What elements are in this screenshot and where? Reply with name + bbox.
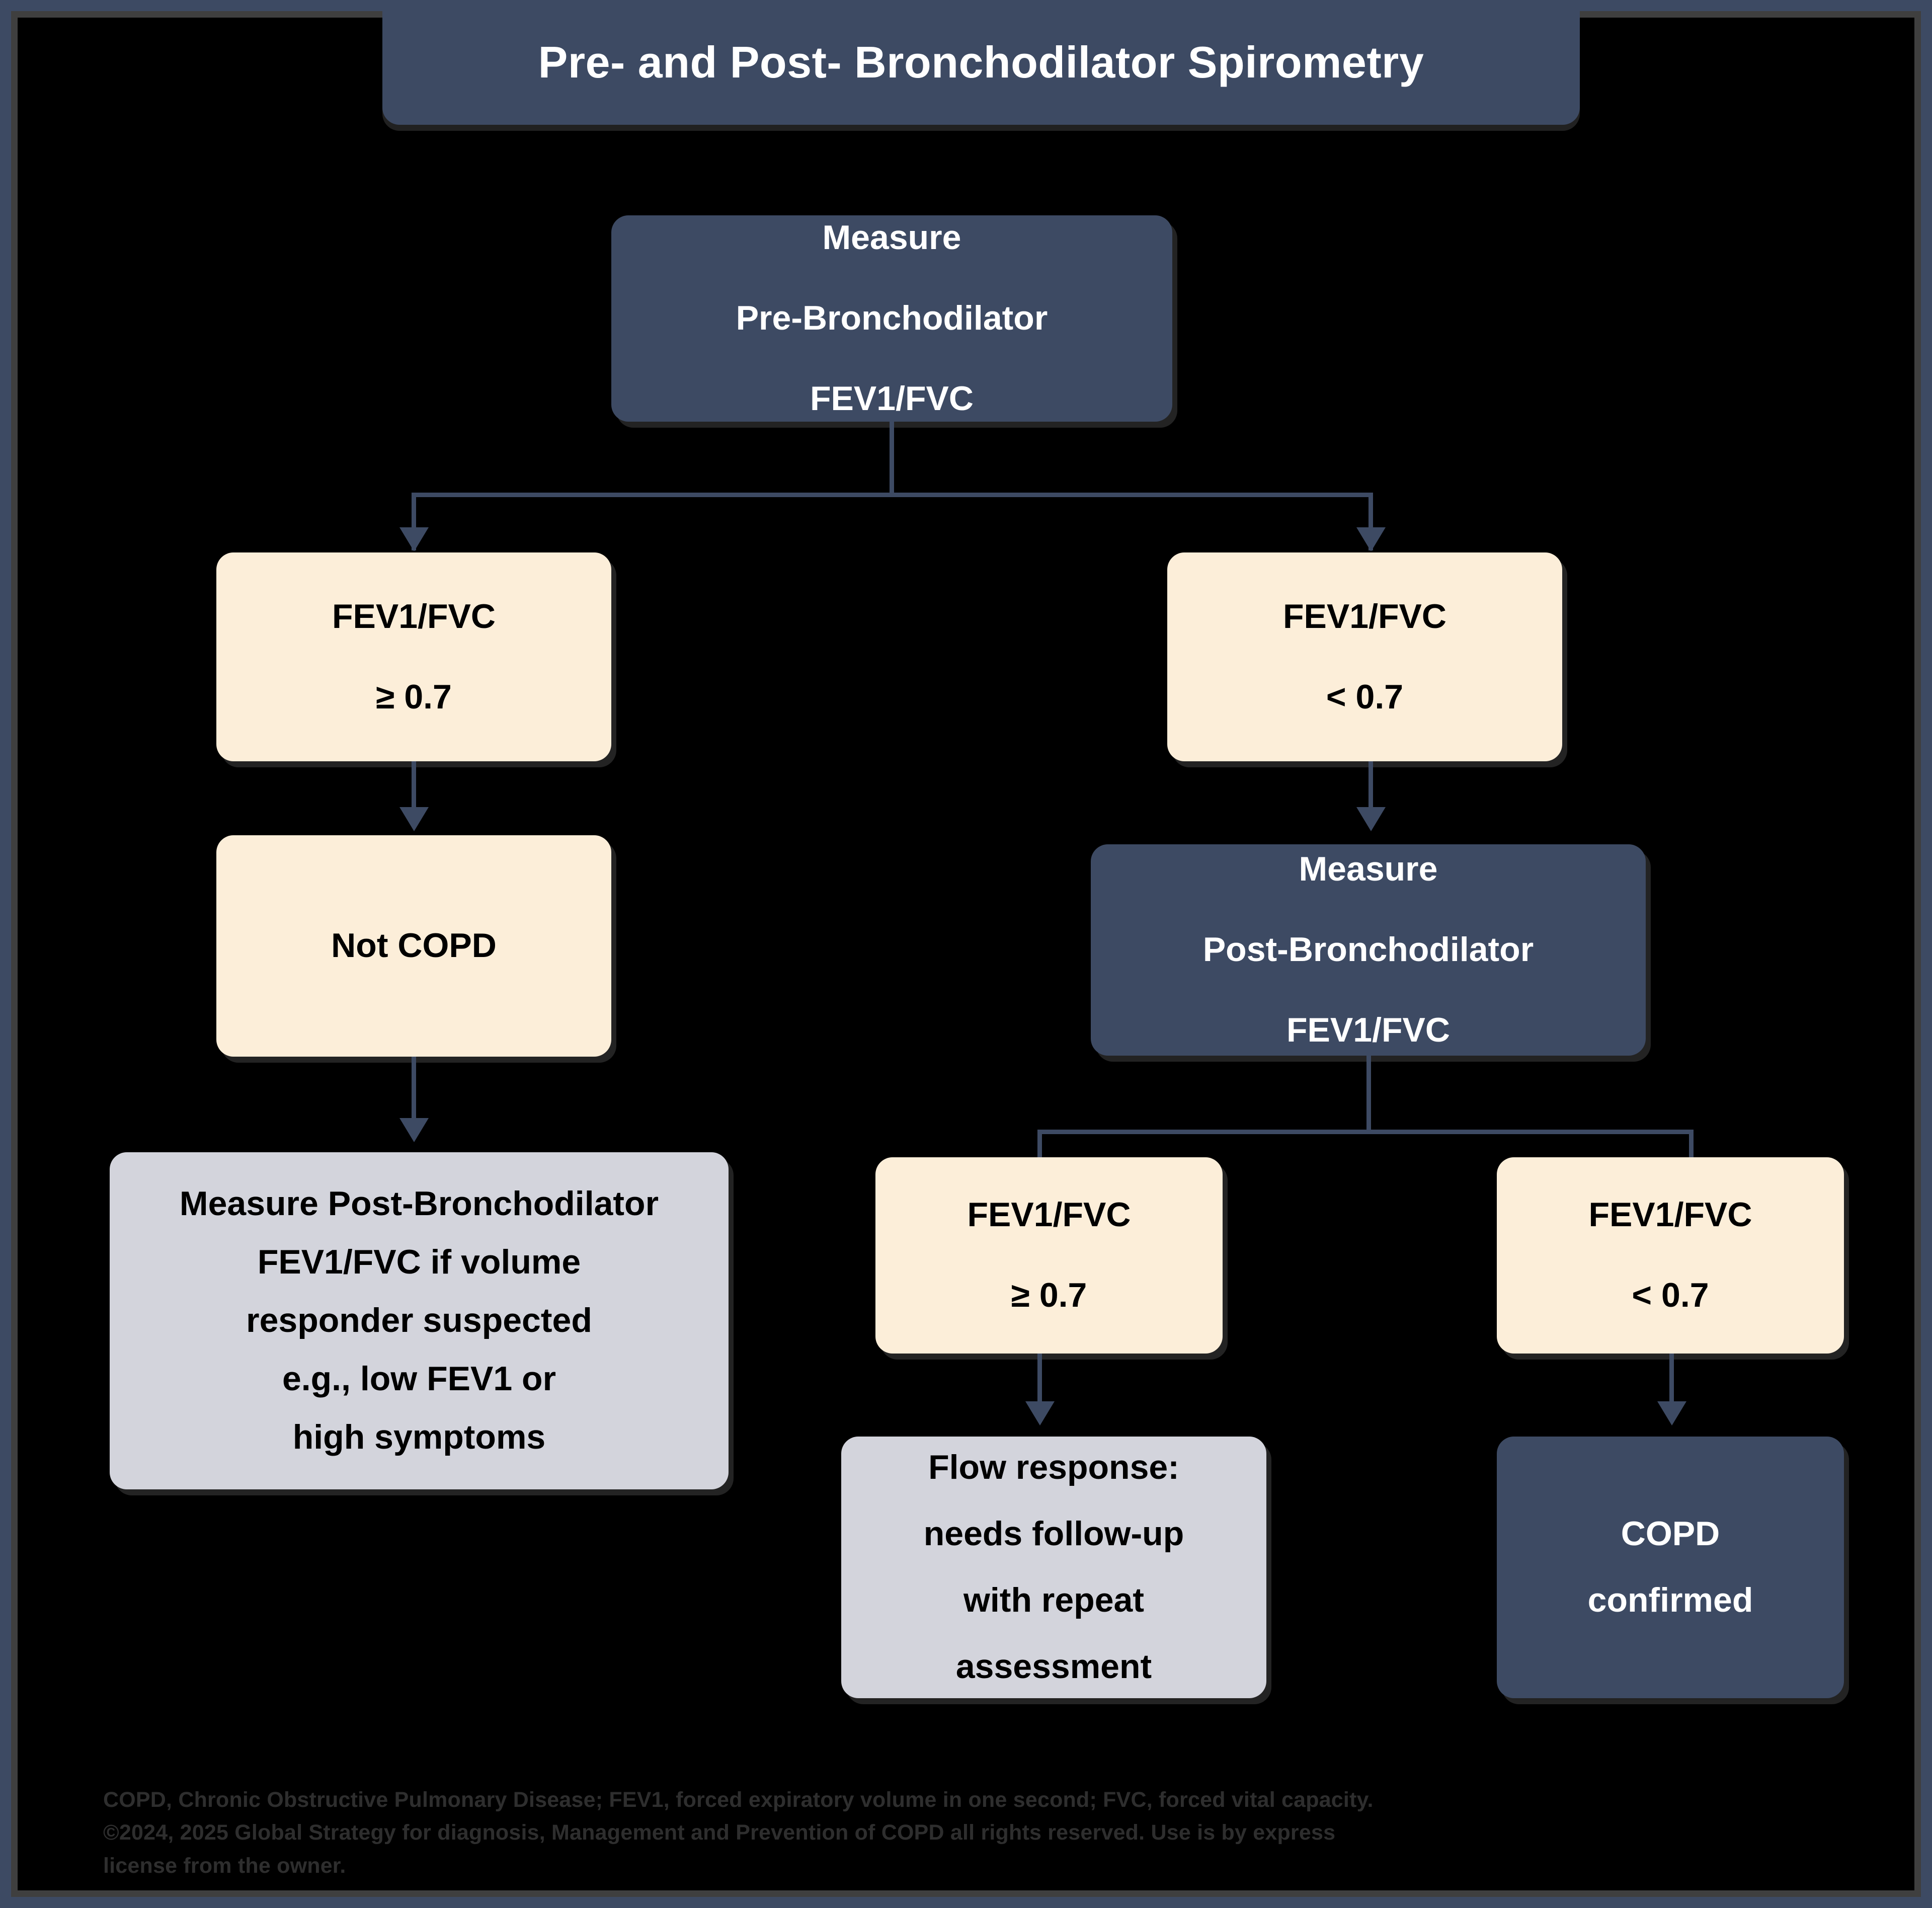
node-line: e.g., low FEV1 or	[282, 1359, 556, 1398]
node-line: needs follow-up	[923, 1515, 1184, 1553]
node-line: Measure	[822, 218, 961, 257]
connector-postlt-to-copd	[1669, 1354, 1674, 1420]
footer-line-3: license from the owner.	[103, 1853, 346, 1878]
node-pre-fev1fvc-ge-07[interactable]: FEV1/FVC ≥ 0.7	[216, 552, 611, 761]
node-line: ≥ 0.7	[376, 677, 452, 716]
page-title-text: Pre- and Post- Bronchodilator Spirometry	[538, 37, 1424, 87]
footer-note: COPD, Chronic Obstructive Pulmonary Dise…	[103, 1784, 1814, 1882]
node-copd-confirmed[interactable]: COPD confirmed	[1497, 1437, 1844, 1698]
node-line: FEV1/FVC	[1283, 597, 1446, 635]
node-line: Post-Bronchodilator	[1202, 930, 1534, 969]
node-measure-pre-bronchodilator[interactable]: Measure Pre-Bronchodilator FEV1/FVC	[611, 215, 1172, 422]
node-line: FEV1/FVC	[810, 379, 974, 418]
node-line: FEV1/FVC	[1286, 1010, 1450, 1049]
connector-notcopd-to-volume	[412, 1057, 416, 1137]
node-flow-response[interactable]: Flow response: needs follow-up with repe…	[841, 1437, 1266, 1698]
arrowhead-to-volume-responder	[399, 1118, 429, 1142]
node-line: FEV1/FVC	[967, 1196, 1131, 1234]
node-line: COPD	[1621, 1515, 1720, 1553]
node-pre-fev1fvc-lt-07[interactable]: FEV1/FVC < 0.7	[1167, 552, 1562, 761]
node-line: assessment	[955, 1647, 1152, 1686]
connector-postge-to-flow	[1037, 1354, 1042, 1420]
footer-line-1: COPD, Chronic Obstructive Pulmonary Dise…	[103, 1788, 1374, 1812]
connector-lt-to-postbd	[1369, 761, 1373, 826]
node-line: ≥ 0.7	[1011, 1276, 1087, 1314]
connector-ge-to-notcopd	[412, 761, 416, 826]
node-post-fev1fvc-ge-07[interactable]: FEV1/FVC ≥ 0.7	[875, 1157, 1223, 1354]
node-line: with repeat	[963, 1581, 1144, 1619]
node-line: high symptoms	[292, 1417, 546, 1456]
arrowhead-to-pre-ratio-lt	[1356, 527, 1386, 551]
page-title: Pre- and Post- Bronchodilator Spirometry	[382, 0, 1580, 125]
node-line: responder suspected	[246, 1301, 592, 1340]
node-line: Measure	[1299, 850, 1438, 889]
arrowhead-to-copd-confirmed	[1657, 1401, 1686, 1425]
connector-pre-bd-right-drop	[1369, 493, 1373, 550]
connector-pre-bd-bar	[414, 493, 1373, 497]
node-not-copd[interactable]: Not COPD	[216, 835, 611, 1057]
node-line: FEV1/FVC if volume	[257, 1243, 581, 1282]
arrowhead-to-not-copd	[399, 807, 429, 831]
node-post-fev1fvc-lt-07[interactable]: FEV1/FVC < 0.7	[1497, 1157, 1844, 1354]
node-line: FEV1/FVC	[1588, 1196, 1752, 1234]
node-line: Flow response:	[928, 1448, 1179, 1487]
connector-pre-bd-left-drop	[412, 493, 416, 550]
connector-postbd-bar	[1039, 1130, 1693, 1134]
connector-postbd-stem	[1366, 1056, 1371, 1132]
node-line: Measure Post-Bronchodilator	[179, 1184, 659, 1223]
node-line: < 0.7	[1632, 1276, 1709, 1314]
node-line: FEV1/FVC	[332, 597, 496, 635]
arrowhead-to-post-bd	[1356, 807, 1386, 831]
node-line: Not COPD	[331, 926, 497, 965]
footer-line-2: ©2024, 2025 Global Strategy for diagnosi…	[103, 1820, 1336, 1845]
node-volume-responder-note[interactable]: Measure Post-Bronchodilator FEV1/FVC if …	[110, 1152, 729, 1489]
node-line: confirmed	[1587, 1581, 1753, 1619]
node-line: < 0.7	[1326, 677, 1404, 716]
node-measure-post-bronchodilator[interactable]: Measure Post-Bronchodilator FEV1/FVC	[1091, 844, 1646, 1056]
connector-pre-bd-stem	[890, 422, 894, 495]
node-line: Pre-Bronchodilator	[736, 299, 1048, 338]
arrowhead-to-flow-response	[1025, 1401, 1055, 1425]
arrowhead-to-pre-ratio-ge	[399, 527, 429, 551]
